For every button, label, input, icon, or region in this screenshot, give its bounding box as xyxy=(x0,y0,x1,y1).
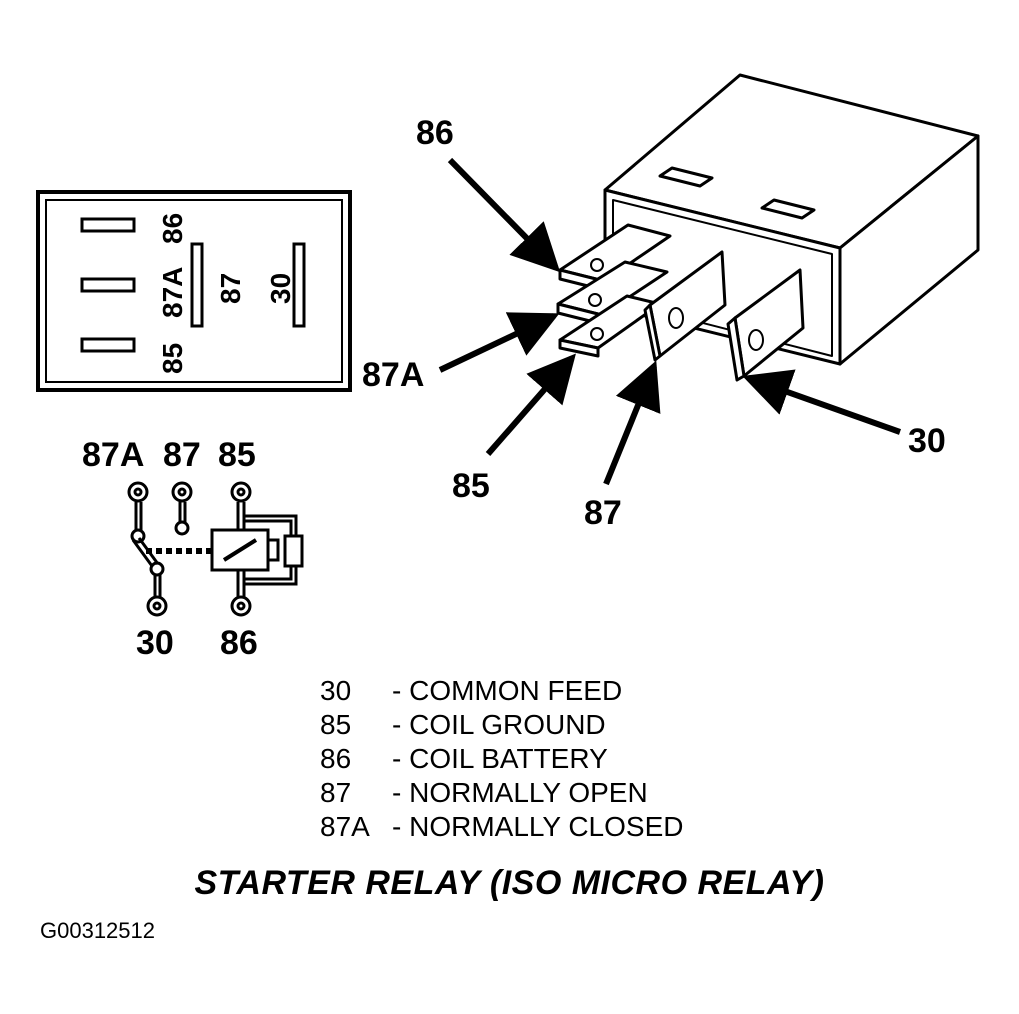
arrow-87A xyxy=(438,312,560,373)
terminal-slot-86 xyxy=(80,217,136,233)
arrow-30 xyxy=(742,369,902,435)
legend-desc: - NORMALLY CLOSED xyxy=(392,811,684,842)
arrow-87 xyxy=(603,360,661,486)
legend-row: 30 - COMMON FEED xyxy=(320,674,683,708)
relay-schematic: 87A 87 85 30 86 xyxy=(82,436,304,662)
legend-desc: - COMMON FEED xyxy=(392,675,623,706)
iso-callout-arrows xyxy=(438,157,902,486)
face-label-87A: 87A xyxy=(157,267,188,318)
callout-label-87: 87 xyxy=(584,494,622,532)
terminal-slot-87A xyxy=(80,277,136,293)
schematic-label-87A: 87A xyxy=(82,436,144,474)
figure-code: G00312512 xyxy=(40,918,155,943)
diagram-title: STARTER RELAY (ISO MICRO RELAY) xyxy=(194,864,825,902)
relay-face-view: 85 87A 86 87 30 xyxy=(36,190,352,392)
face-label-86: 86 xyxy=(157,213,188,244)
callout-label-85: 85 xyxy=(452,467,490,505)
schematic-label-86: 86 xyxy=(220,624,258,662)
face-label-87: 87 xyxy=(215,273,246,304)
legend-pin: 87 xyxy=(320,777,352,808)
terminal-slot-30 xyxy=(292,242,306,328)
legend-row: 87A - NORMALLY CLOSED xyxy=(320,810,683,844)
face-label-30: 30 xyxy=(265,273,296,304)
schematic-label-30: 30 xyxy=(136,624,174,662)
relay-iso-view xyxy=(556,73,980,382)
callout-label-86: 86 xyxy=(416,114,454,152)
callout-label-30: 30 xyxy=(908,422,946,460)
terminal-slot-85 xyxy=(80,337,136,353)
schematic-label-85: 85 xyxy=(218,436,256,474)
legend-desc: - COIL BATTERY xyxy=(392,743,608,774)
terminal-slot-87 xyxy=(190,242,204,328)
legend-pin: 86 xyxy=(320,743,352,774)
legend-pin: 30 xyxy=(320,675,352,706)
callout-label-87A: 87A xyxy=(362,356,424,394)
pin-legend: 30 - COMMON FEED 85 - COIL GROUND 86 - C… xyxy=(320,674,683,844)
schematic-label-87: 87 xyxy=(163,436,201,474)
legend-desc: - NORMALLY OPEN xyxy=(392,777,648,808)
arrow-85 xyxy=(485,353,576,456)
legend-row: 87 - NORMALLY OPEN xyxy=(320,776,683,810)
legend-row: 85 - COIL GROUND xyxy=(320,708,683,742)
legend-pin: 85 xyxy=(320,709,352,740)
legend-row: 86 - COIL BATTERY xyxy=(320,742,683,776)
arrow-86 xyxy=(447,157,561,273)
legend-pin: 87A xyxy=(320,811,370,842)
legend-desc: - COIL GROUND xyxy=(392,709,606,740)
face-label-85: 85 xyxy=(157,343,188,374)
